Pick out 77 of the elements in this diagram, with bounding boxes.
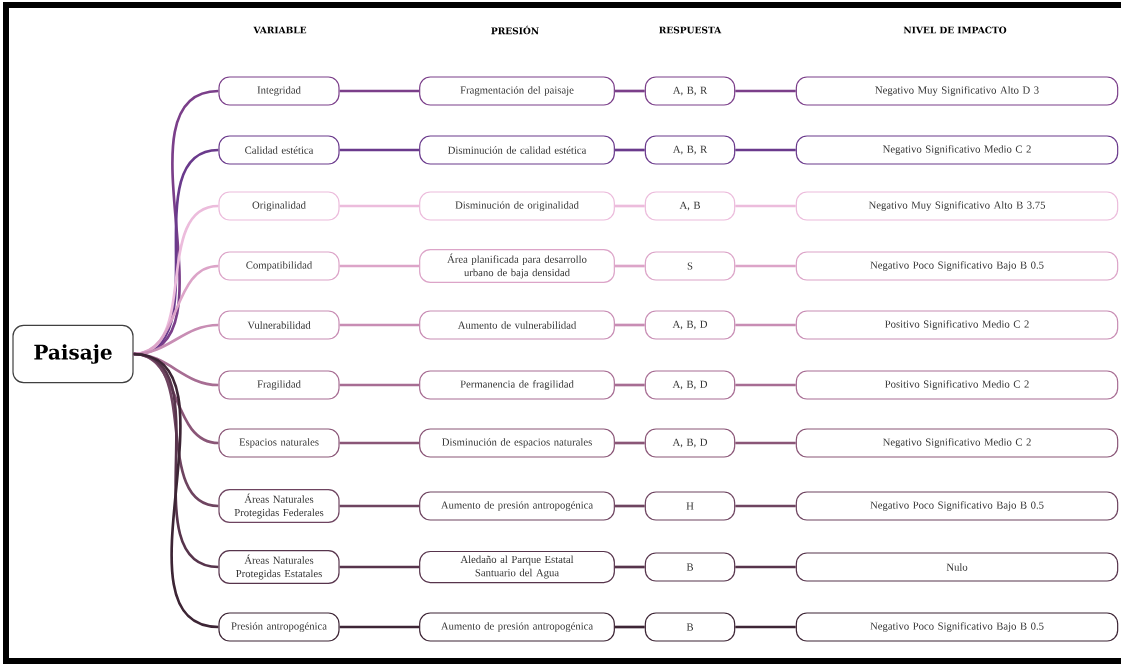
- variable-box: Integridad: [218, 76, 340, 106]
- connector-line: [339, 323, 420, 327]
- variable-box: Fragilidad: [218, 370, 340, 400]
- connector-line: [339, 383, 420, 387]
- response-box: A, B, D: [644, 310, 736, 340]
- pressure-box: Aledaño al Parque Estatal Santuario del Agua: [419, 550, 615, 584]
- connector-line: [614, 504, 645, 508]
- response-box: B: [644, 612, 736, 642]
- pressure-box: Disminución de originalidad: [419, 191, 615, 221]
- connector-line: [339, 89, 420, 93]
- connector-line: [614, 89, 645, 93]
- impact-box: Positivo Significativo Medio C 2: [795, 370, 1119, 400]
- column-header: NIVEL DE IMPACTO: [903, 26, 1007, 34]
- variable-box: Calidad estética: [218, 135, 340, 165]
- connector-line: [735, 148, 796, 152]
- impact-box: Negativo Poco Significativo Bajo B 0.5: [795, 491, 1119, 521]
- connector-line: [614, 148, 645, 152]
- impact-box: Positivo Significativo Medio C 2: [795, 310, 1119, 340]
- pressure-box: Aumento de presión antropogénica: [419, 612, 615, 642]
- connector-line: [735, 323, 796, 327]
- connector-line: [614, 264, 645, 268]
- impact-box: Negativo Significativo Medio C 2: [795, 428, 1119, 458]
- topic-box: Paisaje: [12, 324, 134, 384]
- connector-line: [735, 565, 796, 569]
- response-box: S: [644, 251, 736, 281]
- connector-line: [133, 264, 219, 356]
- impact-box: Negativo Poco Significativo Bajo B 0.5: [795, 251, 1119, 281]
- connector-line: [614, 441, 645, 445]
- connector-line: [339, 204, 420, 208]
- response-box: A, B, D: [644, 428, 736, 458]
- connector-line: [339, 504, 420, 508]
- pressure-box: Área planificada para desarrollo urbano de baja densidad: [419, 249, 615, 283]
- impact-box: Nulo: [795, 552, 1119, 582]
- connector-line: [735, 383, 796, 387]
- pressure-box: Aumento de presión antropogénica: [419, 491, 615, 521]
- impact-box: Negativo Muy Significativo Alto D 3: [795, 76, 1119, 106]
- connector-line: [339, 625, 420, 629]
- variable-box: Presión antropogénica: [218, 612, 340, 642]
- variable-box: Espacios naturales: [218, 428, 340, 458]
- variable-box: Áreas Naturales Protegidas Federales: [218, 489, 340, 523]
- connector-line: [735, 441, 796, 445]
- connector-line: [735, 264, 796, 268]
- connector-line: [735, 89, 796, 93]
- variable-box: Áreas Naturales Protegidas Estatales: [218, 550, 340, 584]
- column-header: VARIABLE: [253, 26, 307, 34]
- response-box: A, B, R: [644, 76, 736, 106]
- connector-line: [133, 352, 219, 629]
- response-box: A, B, R: [644, 135, 736, 165]
- connector-line: [735, 625, 796, 629]
- connector-line: [614, 204, 645, 208]
- connector-line: [614, 323, 645, 327]
- variable-box: Compatibilidad: [218, 251, 340, 281]
- connector-line: [339, 441, 420, 445]
- impact-box: Negativo Muy Significativo Alto B 3.75: [795, 191, 1119, 221]
- response-box: H: [644, 491, 736, 521]
- connector-line: [339, 264, 420, 268]
- impact-box: Negativo Poco Significativo Bajo B 0.5: [795, 612, 1119, 642]
- connector-line: [735, 504, 796, 508]
- connector-line: [339, 148, 420, 152]
- pressure-box: Disminución de espacios naturales: [419, 428, 615, 458]
- connector-line: [735, 204, 796, 208]
- pressure-box: Permanencia de fragilidad: [419, 370, 615, 400]
- response-box: A, B: [644, 191, 736, 221]
- variable-box: Vulnerabilidad: [218, 310, 340, 340]
- connector-line: [614, 383, 645, 387]
- connector-line: [339, 565, 420, 569]
- connector-line: [614, 565, 645, 569]
- pressure-box: Disminución de calidad estética: [419, 135, 615, 165]
- response-box: B: [644, 552, 736, 582]
- impact-box: Negativo Significativo Medio C 2: [795, 135, 1119, 165]
- column-header: RESPUESTA: [659, 26, 722, 34]
- connector-line: [614, 625, 645, 629]
- response-box: A, B, D: [644, 370, 736, 400]
- pressure-box: Aumento de vulnerabilidad: [419, 310, 615, 340]
- variable-box: Originalidad: [218, 191, 340, 221]
- pressure-box: Fragmentación del paisaje: [419, 76, 615, 106]
- column-header: PRESIÓN: [491, 25, 539, 35]
